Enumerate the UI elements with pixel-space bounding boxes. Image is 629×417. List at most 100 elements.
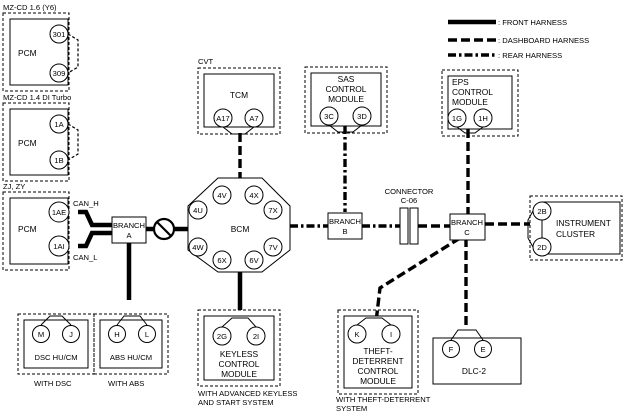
wire-can-h-pcm-to-branch-a xyxy=(78,209,112,228)
branch-b: BRANCH B xyxy=(327,212,363,240)
dlc-group: F E DLC-2 xyxy=(432,329,522,385)
instrument-cluster-module xyxy=(541,201,621,255)
pin-loop-1 xyxy=(67,33,79,74)
group-label-mzcd16: MZ-CD 1.6 (Y6) xyxy=(3,3,57,12)
tcm-group-cvt: CVT TCM A17 A7 xyxy=(197,57,281,135)
pin-bcm-6x-label: 6X xyxy=(217,256,226,265)
pin-309-label: 309 xyxy=(53,69,66,78)
pcm-group-zjzy: ZJ, ZY PCM 1AE 1AI CAN_H CAN_L xyxy=(2,182,99,271)
pin-1g-label: 1G xyxy=(452,114,462,123)
eps-group: EPS CONTROL MODULE 1G 1H xyxy=(441,69,519,137)
eps-label-3: MODULE xyxy=(452,97,488,107)
theft-label-1: THEFT- xyxy=(363,346,393,356)
abs-pin-join xyxy=(116,315,148,326)
pin-1b-label: 1B xyxy=(54,156,63,165)
cluster-label-2: CLUSTER xyxy=(556,229,595,239)
pin-1ai-label: 1AI xyxy=(53,242,64,251)
pin-301-label: 301 xyxy=(53,30,66,39)
sas-label-3: MODULE xyxy=(328,94,364,104)
wire-branch-c-to-theft-deterrent xyxy=(374,236,461,323)
pcm-group-mzcd14: MZ-CD 1.4 DI Turbo PCM 1A 1B xyxy=(2,93,79,182)
pin-bcm-7x xyxy=(263,200,283,220)
pin-abs-l xyxy=(138,325,156,343)
pin-abs-h-label: H xyxy=(114,330,119,339)
theft-label-4: MODULE xyxy=(360,376,396,386)
group-label-with-dsc: WITH DSC xyxy=(34,379,72,388)
pin-3c-label: 3C xyxy=(324,112,334,121)
group-outline xyxy=(197,67,281,135)
prohibition-icon xyxy=(152,217,176,241)
theft-pin-join xyxy=(356,317,392,326)
pin-k-label: K xyxy=(354,330,359,339)
pin-bcm-4x-label: 4X xyxy=(249,191,258,200)
keyless-module xyxy=(203,315,275,381)
bcm: BCM 4V 4X 4U 7X 4W 7V 6X 6V xyxy=(187,177,291,273)
pin-bcm-4v-label: 4V xyxy=(217,191,227,200)
branch-a: BRANCH A xyxy=(111,216,147,244)
cluster-pin-join xyxy=(527,210,534,248)
branch-a-box xyxy=(111,216,147,244)
pin-bcm-7v xyxy=(263,237,283,257)
branch-b-label-2: B xyxy=(342,227,347,236)
branch-a-label-2: A xyxy=(126,231,132,240)
branch-c: BRANCH C xyxy=(449,213,486,241)
bcm-label: BCM xyxy=(231,224,250,234)
eps-label-2: CONTROL xyxy=(452,87,493,97)
pcm-label-3: PCM xyxy=(18,224,37,234)
pcm-label-1: PCM xyxy=(18,48,37,58)
group-label-keyless-2: AND START SYSTEM xyxy=(198,398,274,407)
abs-label: ABS HU/CM xyxy=(110,353,152,362)
connector-c06: CONNECTOR C-06 xyxy=(385,187,434,245)
pin-bcm-4x xyxy=(244,185,264,205)
connector-half-right xyxy=(409,207,419,245)
theft-label-2: DETERRENT xyxy=(352,356,403,366)
pin-bcm-6v xyxy=(244,250,264,270)
pin-abs-h xyxy=(108,325,126,343)
legend-front-harness-label: : FRONT HARNESS xyxy=(498,18,567,27)
branch-a-label-1: BRANCH xyxy=(113,221,145,230)
legend: : FRONT HARNESS : DASHBOARD HARNESS : RE… xyxy=(448,18,589,60)
branch-b-box xyxy=(327,212,363,240)
pin-bcm-7v-label: 7V xyxy=(268,243,278,252)
branch-b-label-1: BRANCH xyxy=(329,217,361,226)
pin-1ae-label: 1AE xyxy=(52,208,66,217)
group-label-theft-1: WITH THEFT-DETERRENT xyxy=(336,395,431,404)
pin-dsc-j xyxy=(62,325,80,343)
pcm-label-2: PCM xyxy=(18,138,37,148)
dsc-label: DSC HU/CM xyxy=(34,353,77,362)
branch-c-box xyxy=(449,213,486,241)
pin-bcm-7x-label: 7X xyxy=(268,206,277,215)
group-label-zjzy: ZJ, ZY xyxy=(3,182,25,191)
pin-1ai xyxy=(48,235,70,257)
keyless-pin-join xyxy=(221,317,257,328)
group-outline xyxy=(2,102,70,182)
dsc-pin-join xyxy=(40,315,72,326)
keyless-label-1: KEYLESS xyxy=(220,349,259,359)
group-label-theft-2: SYSTEM xyxy=(336,404,367,413)
pin-bcm-4u xyxy=(188,200,208,220)
eps-pin-join xyxy=(456,126,484,134)
group-label-keyless-1: WITH ADVANCED KEYLESS xyxy=(198,389,297,398)
pin-dsc-j-label: J xyxy=(69,330,73,339)
pin-2g-label: 2G xyxy=(217,332,227,341)
abs-group-outline xyxy=(93,313,169,375)
group-outline xyxy=(441,69,519,137)
pin-i-label: I xyxy=(390,330,392,339)
pcm-group-mzcd16: MZ-CD 1.6 (Y6) PCM 301 309 xyxy=(2,3,79,92)
legend-rear-harness-label: : REAR HARNESS xyxy=(498,51,562,60)
sas-label-1: SAS xyxy=(338,74,355,84)
tcm-pin-join xyxy=(222,126,255,135)
legend-dashboard-harness-label: : DASHBOARD HARNESS xyxy=(498,36,589,45)
sas-pin-join xyxy=(328,124,363,133)
pin-2b-label: 2B xyxy=(537,207,546,216)
dsc-abs-group: M J DSC HU/CM WITH DSC H L ABS HU/CM WIT… xyxy=(17,313,169,388)
pin-3d-label: 3D xyxy=(357,112,367,121)
connector-label-2: C-06 xyxy=(401,196,417,205)
dlc-label: DLC-2 xyxy=(462,366,487,376)
pin-e xyxy=(474,340,492,358)
pin-a7-label: A7 xyxy=(249,114,258,123)
can-h-label: CAN_H xyxy=(73,199,99,208)
pin-bcm-6v-label: 6V xyxy=(249,256,259,265)
pin-bcm-4v xyxy=(212,185,232,205)
